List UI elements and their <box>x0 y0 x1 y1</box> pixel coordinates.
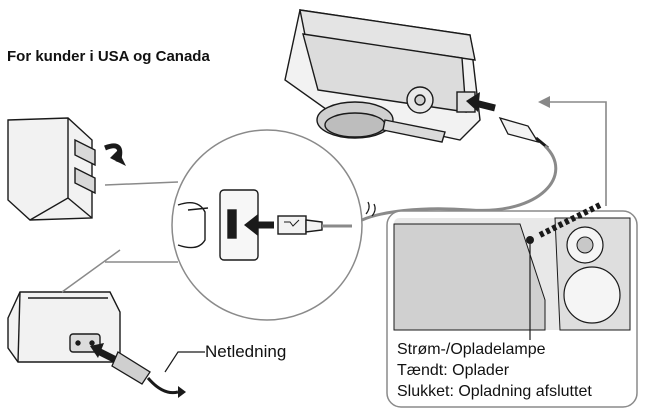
lamp-name-label: Strøm-/Opladelampe <box>397 341 546 358</box>
micro-usb-plug <box>498 116 549 150</box>
adapter-port-detail <box>177 189 259 261</box>
region-title: For kunder i USA og Canada <box>7 48 210 65</box>
adapter-to-circle-line <box>61 249 121 293</box>
power-cord-plug <box>90 343 186 398</box>
rotate-arrow-icon <box>104 143 126 166</box>
us-power-adapter <box>7 117 96 221</box>
lamp-detail-box <box>386 202 638 408</box>
arrow-into-camera-icon <box>466 92 496 112</box>
usb-cable <box>361 144 558 222</box>
lamp-on-state: Tændt: Oplader <box>397 362 510 379</box>
power-cord-label: Netledning <box>205 342 287 361</box>
lamp-callout-text: Strøm-/Opladelampe Tændt: Oplader Slukke… <box>397 339 592 402</box>
cord-label-leader <box>164 351 205 373</box>
callout-leader-line <box>545 101 607 206</box>
arrow-into-port-icon <box>244 214 274 236</box>
usb-a-plug <box>277 215 352 235</box>
lamp-off-state: Slukket: Opladning afsluttet <box>397 383 592 400</box>
camera <box>284 9 481 143</box>
